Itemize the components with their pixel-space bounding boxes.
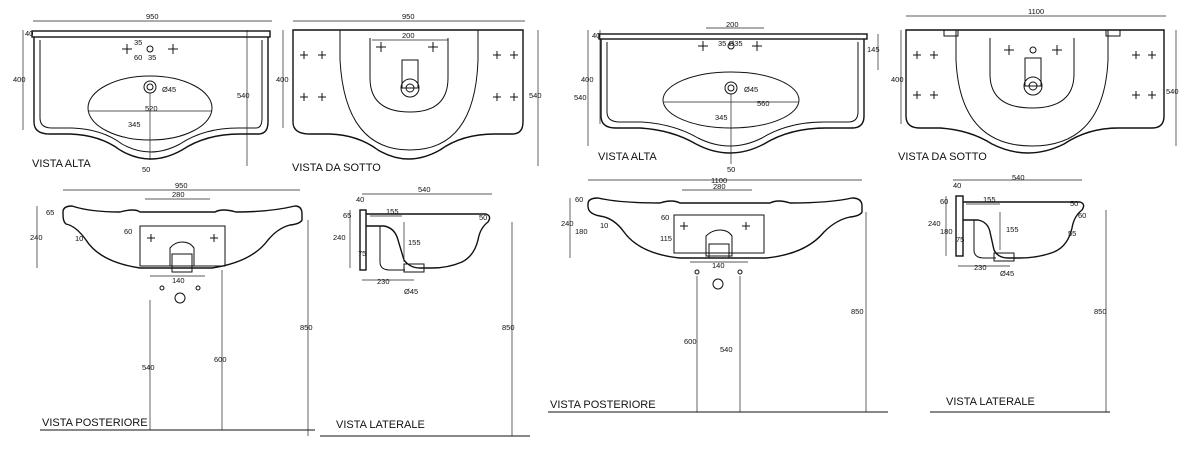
right-side-view: 540 155 155 50 60 55 75 230 Ø45 40 60 24… <box>928 173 1110 413</box>
svg-text:540: 540 <box>1012 173 1025 182</box>
left-bottom-view: 950 200 400 540 VISTA DA SOTTO <box>276 12 542 174</box>
svg-text:40: 40 <box>592 31 600 40</box>
svg-text:10: 10 <box>75 234 83 243</box>
label-vista-laterale-left: VISTA LATERALE <box>336 419 425 431</box>
left-rear-view: 950 280 140 65 240 60 10 540 600 850 VIS… <box>30 181 315 436</box>
left-top-view: 950 Ø45 35 60 35 520 345 50 40 400 540 V… <box>13 12 272 174</box>
label-vista-laterale-right: VISTA LATERALE <box>946 396 1035 408</box>
svg-text:10: 10 <box>600 221 608 230</box>
svg-text:600: 600 <box>684 337 697 346</box>
svg-text:140: 140 <box>172 276 185 285</box>
svg-text:850: 850 <box>851 307 864 316</box>
svg-text:560: 560 <box>757 99 770 108</box>
svg-text:280: 280 <box>172 190 185 199</box>
label-vista-posteriore-right: VISTA POSTERIORE <box>550 399 656 411</box>
svg-text:60: 60 <box>134 53 142 62</box>
svg-text:60: 60 <box>661 213 669 222</box>
svg-text:60: 60 <box>940 197 948 206</box>
svg-text:540: 540 <box>142 363 155 372</box>
dim-width: 950 <box>146 12 159 21</box>
svg-text:240: 240 <box>30 233 43 242</box>
svg-text:950: 950 <box>402 12 415 21</box>
svg-text:540: 540 <box>529 91 542 100</box>
svg-text:75: 75 <box>956 235 964 244</box>
svg-text:50: 50 <box>727 165 735 174</box>
svg-text:180: 180 <box>575 227 588 236</box>
svg-text:155: 155 <box>983 195 996 204</box>
svg-text:1100: 1100 <box>711 176 727 185</box>
svg-text:60: 60 <box>1078 211 1086 220</box>
svg-text:400: 400 <box>13 75 26 84</box>
svg-text:540: 540 <box>418 185 431 194</box>
svg-text:400: 400 <box>276 75 289 84</box>
svg-text:280: 280 <box>713 182 726 191</box>
label-vista-alta-left: VISTA ALTA <box>32 158 91 170</box>
svg-text:540: 540 <box>574 93 587 102</box>
svg-text:600: 600 <box>214 355 227 364</box>
svg-text:850: 850 <box>1094 307 1107 316</box>
svg-text:75: 75 <box>358 249 366 258</box>
right-rear-view: 1100 280 140 60 240 180 60 115 10 600 54… <box>548 176 888 413</box>
svg-text:1100: 1100 <box>1028 7 1044 16</box>
svg-text:35: 35 <box>134 38 142 47</box>
label-vista-posteriore-left: VISTA POSTERIORE <box>42 417 148 429</box>
right-bottom-view: 1100 400 540 VISTA DA SOTTO <box>891 7 1179 163</box>
svg-text:850: 850 <box>300 323 313 332</box>
svg-text:50: 50 <box>479 213 487 222</box>
svg-text:155: 155 <box>408 238 421 247</box>
svg-text:200: 200 <box>726 20 739 29</box>
svg-text:230: 230 <box>377 277 390 286</box>
svg-text:850: 850 <box>502 323 515 332</box>
svg-text:240: 240 <box>928 219 941 228</box>
label-vista-da-sotto-right: VISTA DA SOTTO <box>898 151 987 163</box>
svg-text:40: 40 <box>953 181 961 190</box>
svg-text:35 Ø35: 35 Ø35 <box>718 39 743 48</box>
svg-text:400: 400 <box>891 75 904 84</box>
svg-text:950: 950 <box>175 181 188 190</box>
svg-text:60: 60 <box>124 227 132 236</box>
svg-text:115: 115 <box>660 234 672 243</box>
label-vista-alta-right: VISTA ALTA <box>598 151 657 163</box>
svg-text:240: 240 <box>561 219 574 228</box>
svg-text:240: 240 <box>333 233 346 242</box>
svg-text:230: 230 <box>974 263 987 272</box>
svg-text:200: 200 <box>402 31 415 40</box>
svg-text:40: 40 <box>25 29 33 38</box>
svg-text:55: 55 <box>1068 229 1076 238</box>
svg-text:345: 345 <box>715 113 728 122</box>
left-side-view: 540 155 155 50 75 230 Ø45 40 65 240 850 … <box>320 185 530 437</box>
svg-text:65: 65 <box>343 211 351 220</box>
svg-text:65: 65 <box>46 208 54 217</box>
svg-text:540: 540 <box>1166 87 1179 96</box>
svg-text:60: 60 <box>575 195 583 204</box>
svg-text:180: 180 <box>940 227 953 236</box>
svg-text:145: 145 <box>867 45 880 54</box>
svg-text:155: 155 <box>1006 225 1019 234</box>
svg-text:400: 400 <box>581 75 594 84</box>
svg-text:540: 540 <box>237 91 250 100</box>
svg-text:Ø45: Ø45 <box>1000 269 1014 278</box>
svg-text:520: 520 <box>145 104 158 113</box>
svg-text:540: 540 <box>720 345 733 354</box>
svg-text:Ø45: Ø45 <box>404 287 418 296</box>
svg-text:155: 155 <box>386 207 399 216</box>
right-top-view: 200 Ø45 35 Ø35 560 345 50 40 400 540 145… <box>574 20 880 174</box>
svg-text:35: 35 <box>148 53 156 62</box>
svg-text:140: 140 <box>712 261 725 270</box>
svg-text:40: 40 <box>356 195 364 204</box>
label-vista-da-sotto-left: VISTA DA SOTTO <box>292 162 381 174</box>
svg-text:50: 50 <box>1070 199 1078 208</box>
svg-text:50: 50 <box>142 165 150 174</box>
dim-drain: Ø45 <box>162 85 176 94</box>
svg-text:Ø45: Ø45 <box>744 85 758 94</box>
svg-text:345: 345 <box>128 120 141 129</box>
